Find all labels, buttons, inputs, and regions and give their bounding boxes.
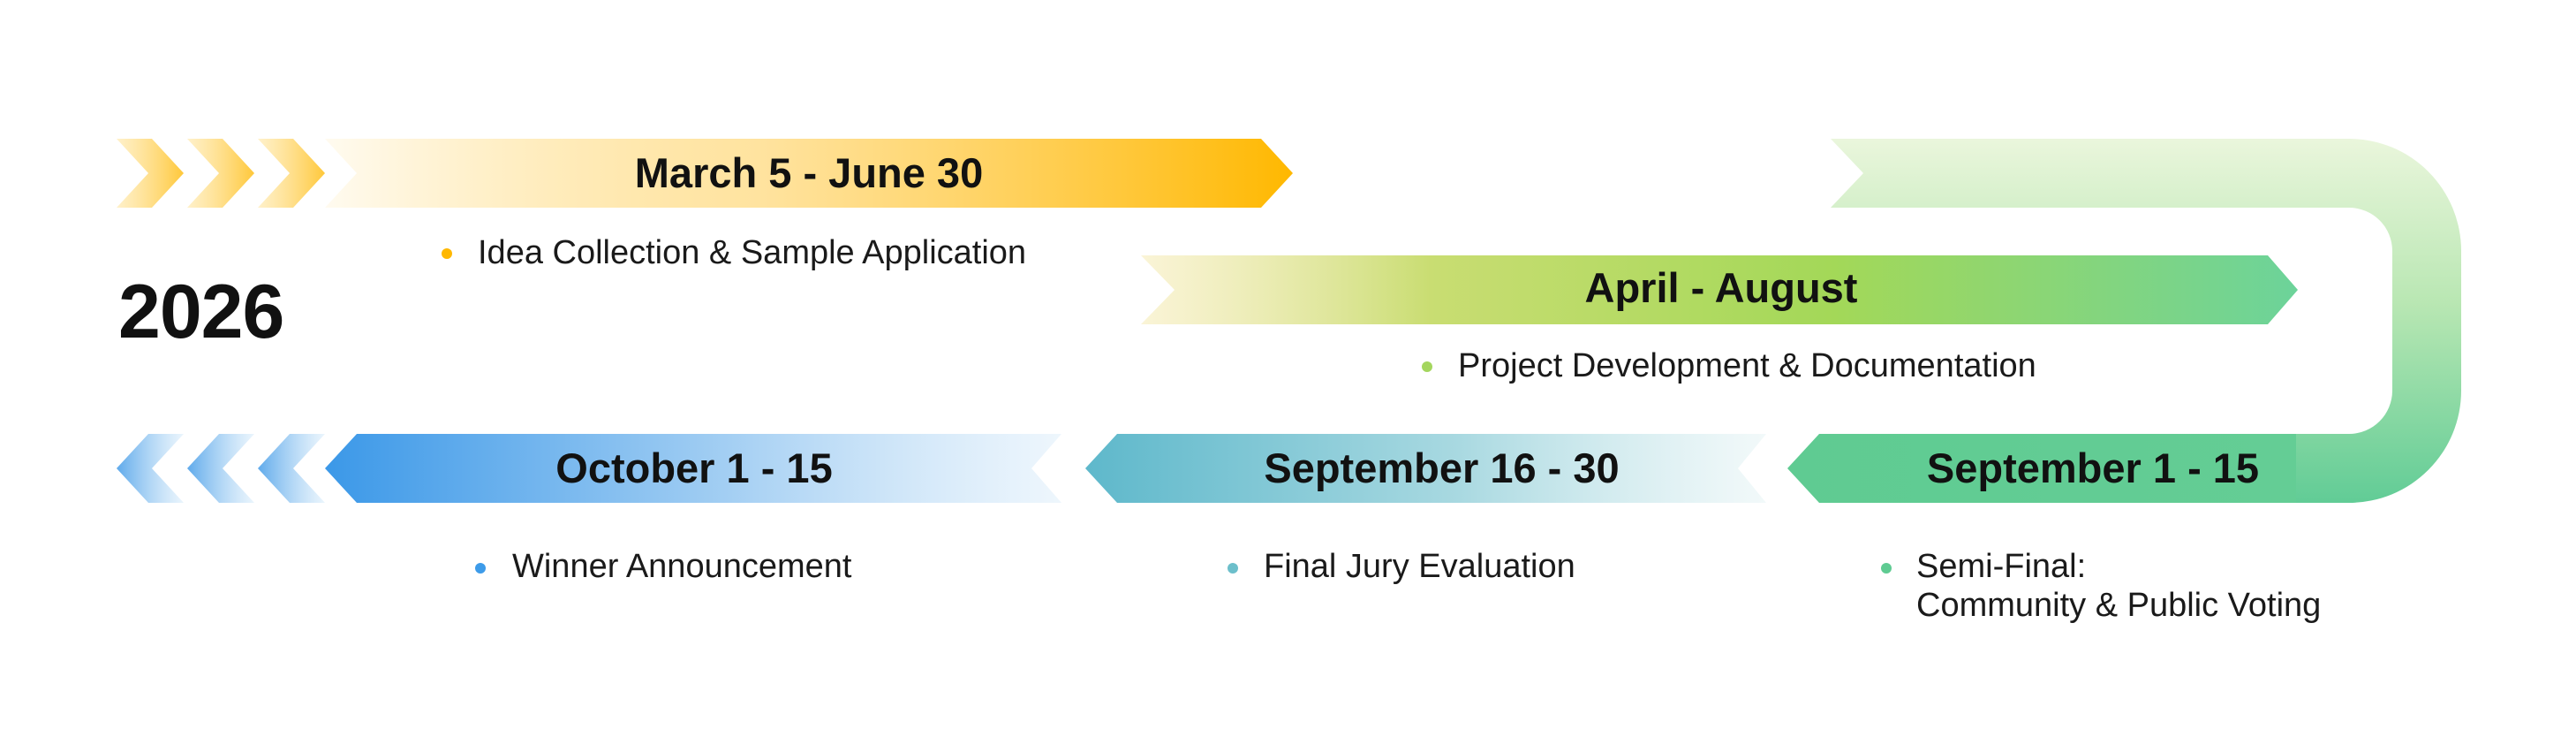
bullet-icon [442,248,452,259]
arrow-sept-16-30 [1085,434,1766,503]
orange-chevrons-icon [117,139,325,208]
year-label: 2026 [118,270,284,354]
arrow-march-june [325,139,1293,208]
phase-dates-october: October 1 - 15 [555,444,833,491]
bullet-icon [1422,361,1432,372]
phase-desc-winner: Winner Announcement [512,548,852,585]
phase-dates-march-june: March 5 - June 30 [634,149,984,196]
phase-desc-project-development: Project Development & Documentation [1458,347,2036,384]
phase-desc-semi-final-voting: Community & Public Voting [1916,587,2322,624]
bullet-icon [475,563,486,574]
arrow-october [325,434,1061,503]
phase-desc-final-jury: Final Jury Evaluation [1264,548,1575,585]
phase-dates-sept-1-15: September 1 - 15 [1926,444,2260,491]
phase-dates-sept-16-30: September 16 - 30 [1264,444,1620,491]
arrow-april-august [1141,255,2298,324]
phase-desc-semi-final-title: Semi-Final: [1916,548,2087,585]
bullet-icon [1881,563,1892,574]
arrow-sept-1-15 [1787,434,2296,503]
bullet-icon [1228,563,1238,574]
blue-chevrons-icon [117,434,325,503]
phase-dates-april-august: April - August [1584,264,1858,311]
phase-desc-idea-collection: Idea Collection & Sample Application [478,234,1027,271]
u-turn-connector [1831,139,2461,503]
